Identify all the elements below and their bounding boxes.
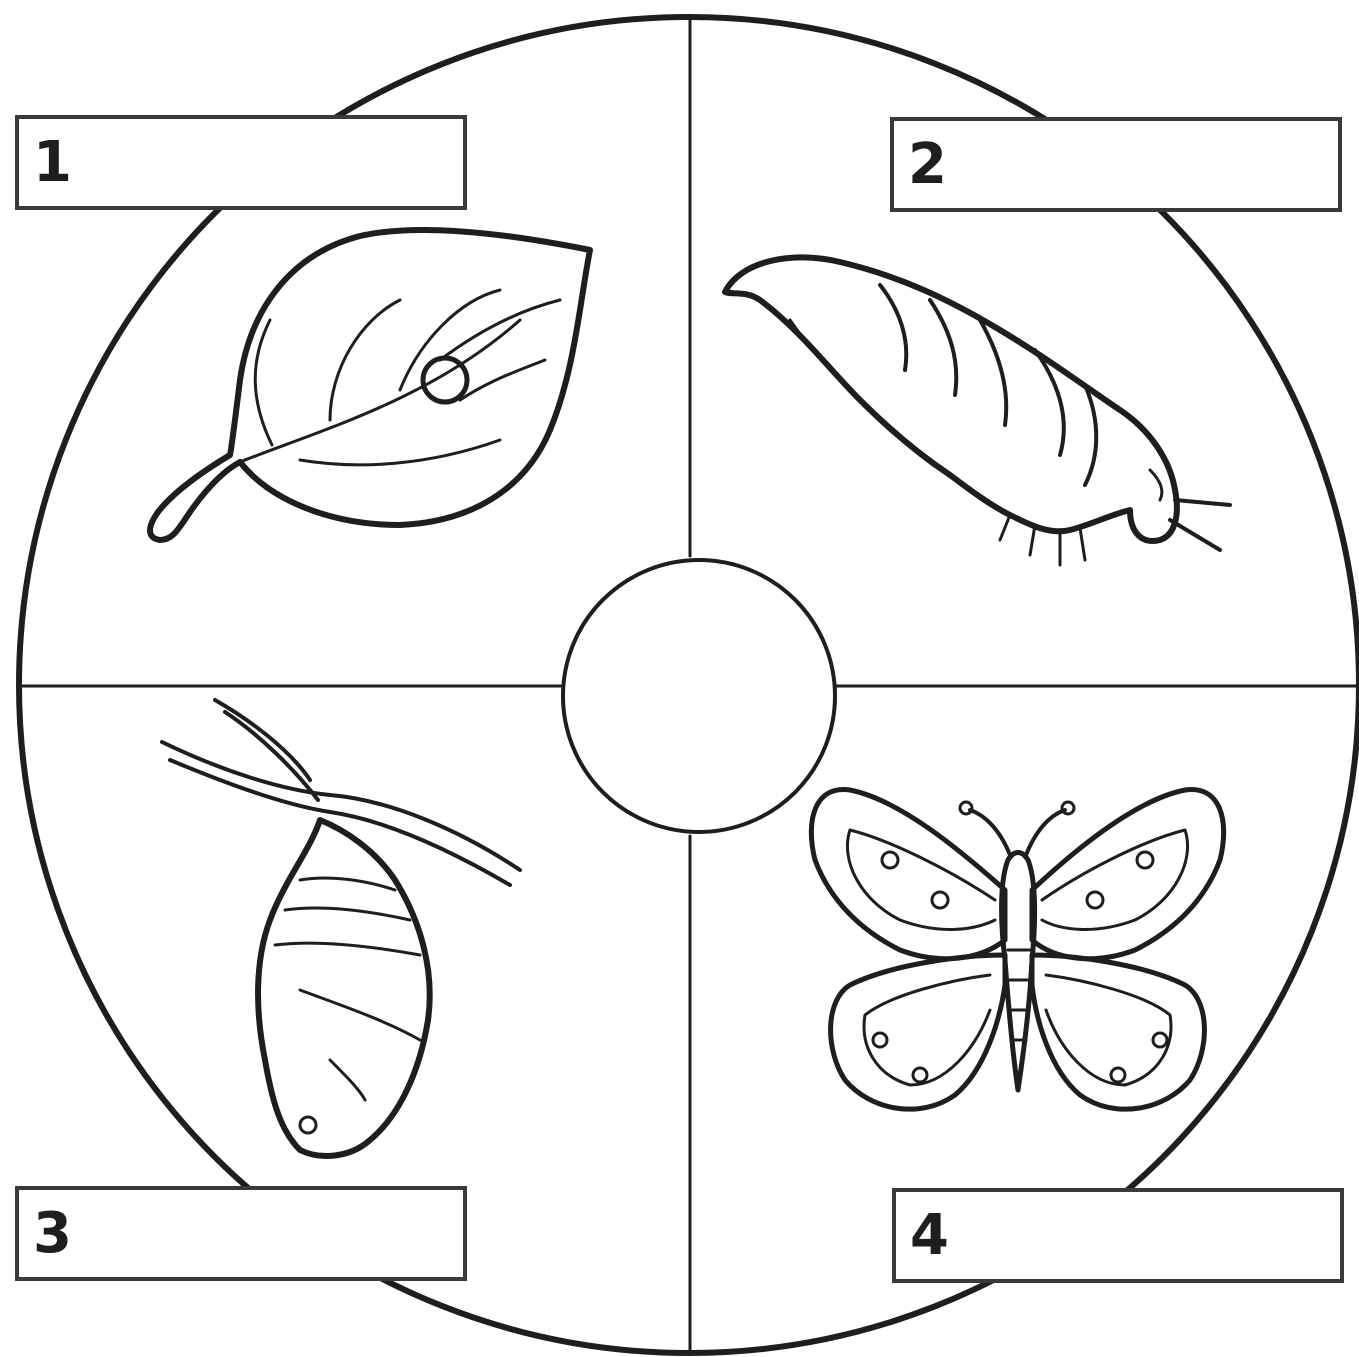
label-input-2[interactable] — [974, 139, 1324, 195]
leaf-with-egg-icon — [150, 230, 590, 540]
label-input-3[interactable] — [99, 1208, 449, 1264]
label-box-1[interactable]: 1 — [15, 115, 467, 210]
caterpillar-icon — [725, 257, 1230, 565]
butterfly-icon — [811, 790, 1223, 1110]
label-number-2: 2 — [908, 135, 947, 195]
label-box-2[interactable]: 2 — [890, 117, 1342, 212]
label-number-4: 4 — [910, 1206, 949, 1266]
label-number-1: 1 — [33, 133, 72, 193]
label-number-3: 3 — [33, 1204, 72, 1264]
center-circle — [563, 560, 835, 832]
chrysalis-icon — [162, 700, 520, 1156]
label-box-4[interactable]: 4 — [892, 1188, 1344, 1283]
label-box-3[interactable]: 3 — [15, 1186, 467, 1281]
label-input-1[interactable] — [99, 137, 449, 193]
label-input-4[interactable] — [976, 1210, 1326, 1266]
